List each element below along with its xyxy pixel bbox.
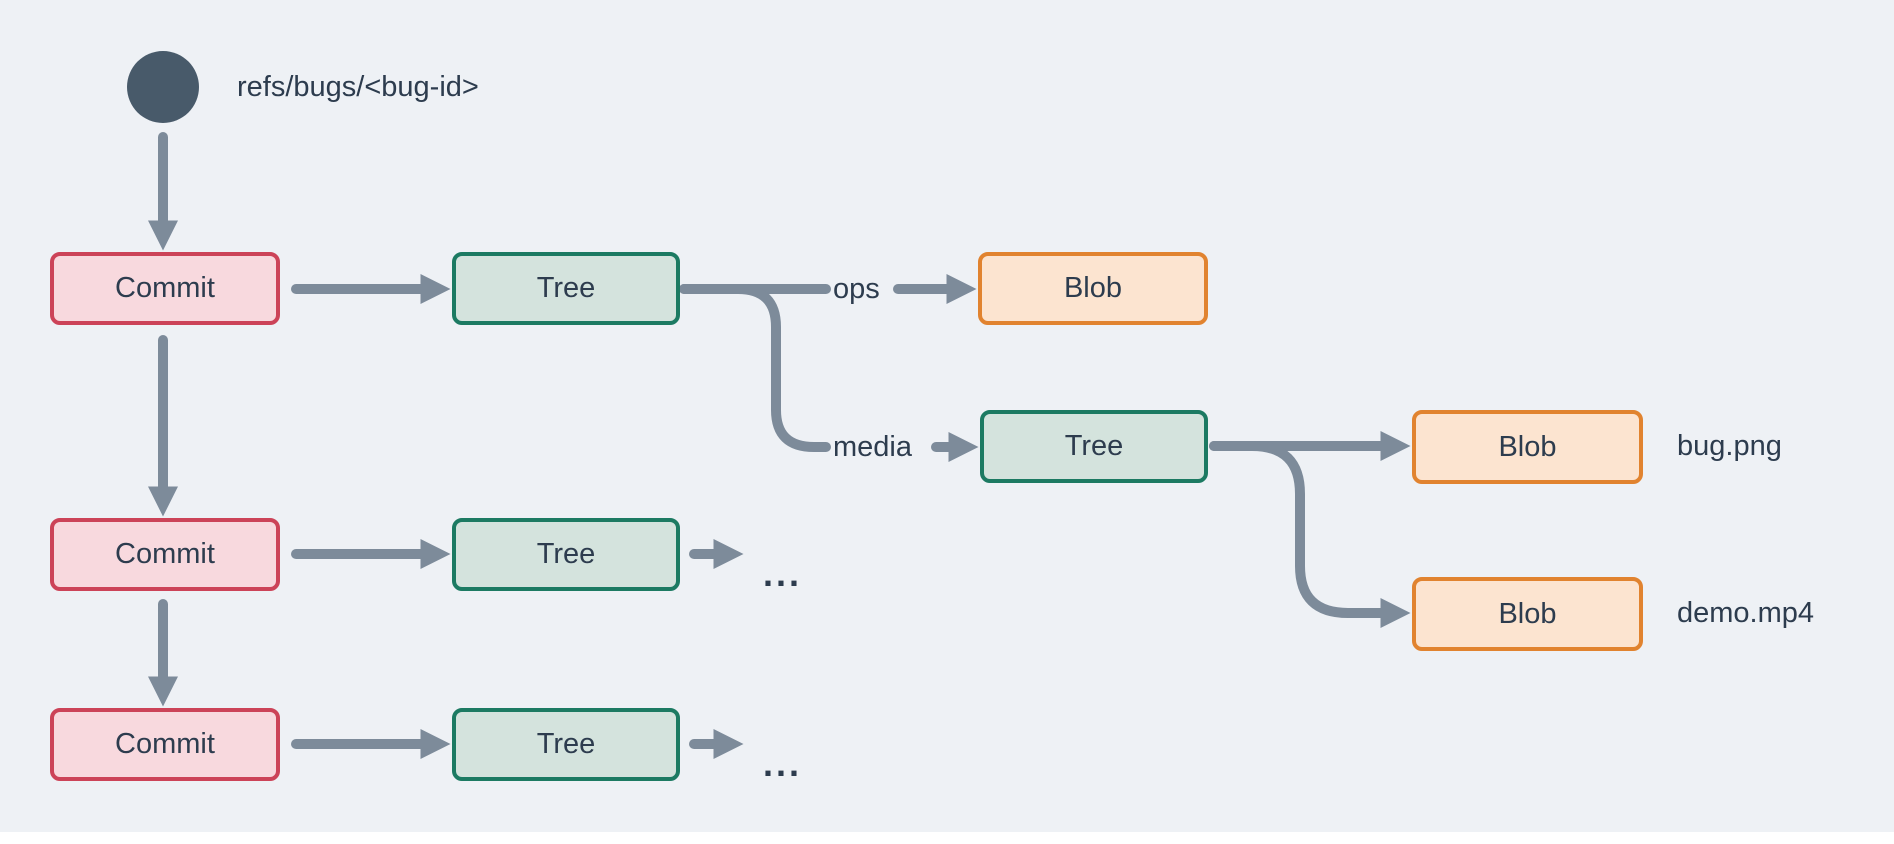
commit-node-2: Commit: [50, 518, 280, 591]
edge-treemedia-blob-demo: [1209, 441, 1411, 628]
file-label-demo-mp4: demo.mp4: [1677, 597, 1815, 629]
ellipsis-row-3: ...: [763, 743, 803, 784]
commit-node-1: Commit: [50, 252, 280, 325]
tree-node-root-3: Tree: [452, 708, 680, 781]
tree-node-root-2: Tree: [452, 518, 680, 591]
ellipsis-row-2: ...: [763, 553, 803, 594]
tree-node-media: Tree: [980, 410, 1208, 483]
edge-label-ops: ops: [833, 273, 880, 305]
blob-node-demo: Blob: [1412, 577, 1643, 651]
commit-node-3: Commit: [50, 708, 280, 781]
edge-label-media: media: [833, 431, 912, 463]
blob-node-bug: Blob: [1412, 410, 1643, 484]
tree-node-root-1: Tree: [452, 252, 680, 325]
bottom-strip: [0, 832, 1894, 844]
ref-circle: [127, 51, 199, 123]
ref-label: refs/bugs/<bug-id>: [237, 71, 479, 103]
edge-tree1-media-branch: [679, 284, 831, 452]
file-label-bug-png: bug.png: [1677, 430, 1782, 462]
blob-node-ops: Blob: [978, 252, 1208, 325]
